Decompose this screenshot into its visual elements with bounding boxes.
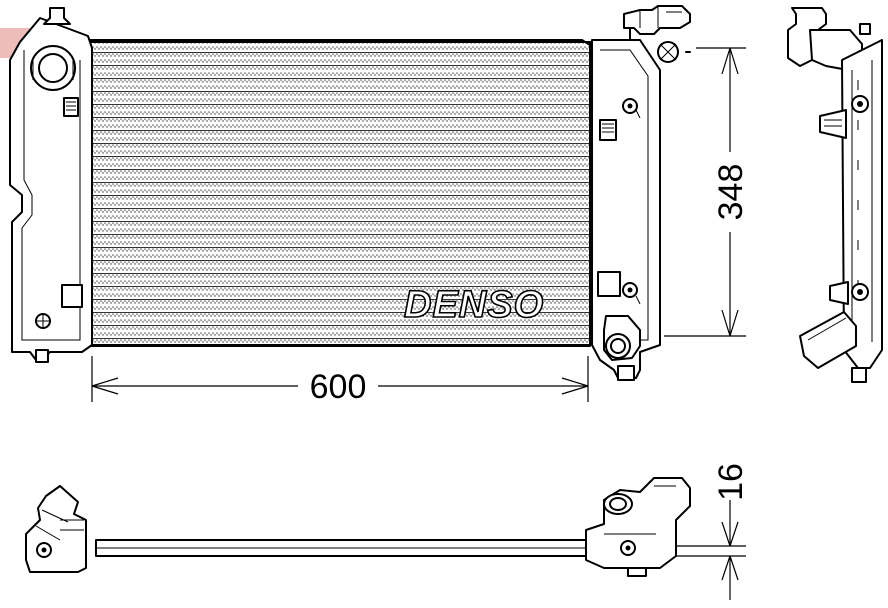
dimension-height: 348 <box>664 47 750 337</box>
front-view: DENSO <box>9 5 691 381</box>
radiator-core <box>89 41 591 346</box>
depth-label: 16 <box>712 463 750 501</box>
dimension-width: 600 <box>91 356 589 406</box>
dimension-depth: 16 <box>676 463 750 600</box>
width-label: 600 <box>310 368 367 406</box>
brand-logo: DENSO <box>404 284 544 326</box>
top-view <box>25 477 691 577</box>
side-view <box>787 7 883 383</box>
radiator-cap <box>623 5 691 35</box>
height-label: 348 <box>712 164 750 221</box>
